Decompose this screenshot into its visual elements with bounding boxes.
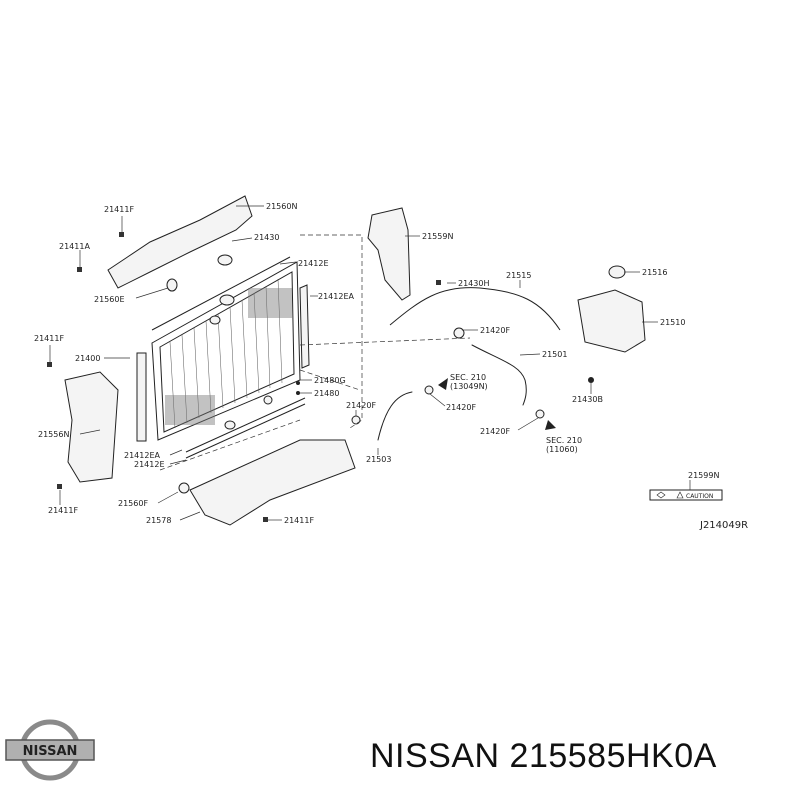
- part-labels: 21411F 21560N 21411A 21430 21412E 21559N…: [34, 202, 748, 531]
- label-21430B: 21430B: [572, 395, 603, 404]
- label-21503: 21503: [366, 455, 391, 464]
- label-21420F: 21420F: [480, 326, 510, 335]
- label-21412EA: 21412EA: [318, 292, 355, 301]
- fasteners: [47, 232, 441, 522]
- label-21411A: 21411A: [59, 242, 90, 251]
- side-air-guide: [367, 207, 411, 301]
- label-21420F: 21420F: [346, 401, 376, 410]
- label-21578: 21578: [146, 516, 171, 525]
- label-21556N: 21556N: [38, 430, 69, 439]
- label-21430H: 21430H: [458, 279, 489, 288]
- label-21515: 21515: [506, 271, 531, 280]
- caution-label: [649, 489, 723, 501]
- label-sec-210: SEC. 210: [450, 373, 486, 382]
- lower-hose: [377, 391, 413, 441]
- label-21560N: 21560N: [266, 202, 297, 211]
- label-21411F: 21411F: [284, 516, 314, 525]
- label-21400: 21400: [75, 354, 100, 363]
- label-21411F: 21411F: [34, 334, 64, 343]
- diagram-reference: J214049R: [699, 520, 748, 531]
- label-21560F: 21560F: [118, 499, 148, 508]
- label-21411F: 21411F: [104, 205, 134, 214]
- label-21411F: 21411F: [48, 506, 78, 515]
- lower-air-guide: [189, 439, 356, 526]
- label-21430: 21430: [254, 233, 279, 242]
- upper-hose: [471, 344, 527, 406]
- part-caption: NISSAN 215585HK0A: [370, 737, 717, 775]
- label-21412E: 21412E: [298, 259, 329, 268]
- label-21412E: 21412E: [134, 460, 165, 469]
- label-21510: 21510: [660, 318, 685, 327]
- label-21599N: 21599N: [688, 471, 719, 480]
- upper-air-guide: [107, 195, 253, 289]
- label-sec-210: SEC. 210: [546, 436, 582, 445]
- left-air-guide: [64, 371, 119, 483]
- label-11060: (11060): [546, 445, 578, 454]
- reservoir-hose: [389, 287, 561, 331]
- reservoir-tank: [577, 289, 646, 353]
- leader-lines: [49, 205, 691, 521]
- nissan-logo: NISSAN: [5, 719, 95, 781]
- label-13049N: (13049N): [450, 382, 488, 391]
- label-21501: 21501: [542, 350, 567, 359]
- label-21516: 21516: [642, 268, 667, 277]
- label-21420F: 21420F: [446, 403, 476, 412]
- label-21480G: 21480G: [314, 376, 346, 385]
- label-caution: CAUTION: [686, 493, 713, 500]
- label-21559N: 21559N: [422, 232, 453, 241]
- logo-text: NISSAN: [23, 744, 78, 759]
- label-21560E: 21560E: [94, 295, 125, 304]
- dashed-reference-lines: [159, 234, 471, 471]
- label-21480: 21480: [314, 389, 339, 398]
- label-21412EA: 21412EA: [124, 451, 161, 460]
- label-21420F: 21420F: [480, 427, 510, 436]
- radiator-assembly: [136, 254, 310, 494]
